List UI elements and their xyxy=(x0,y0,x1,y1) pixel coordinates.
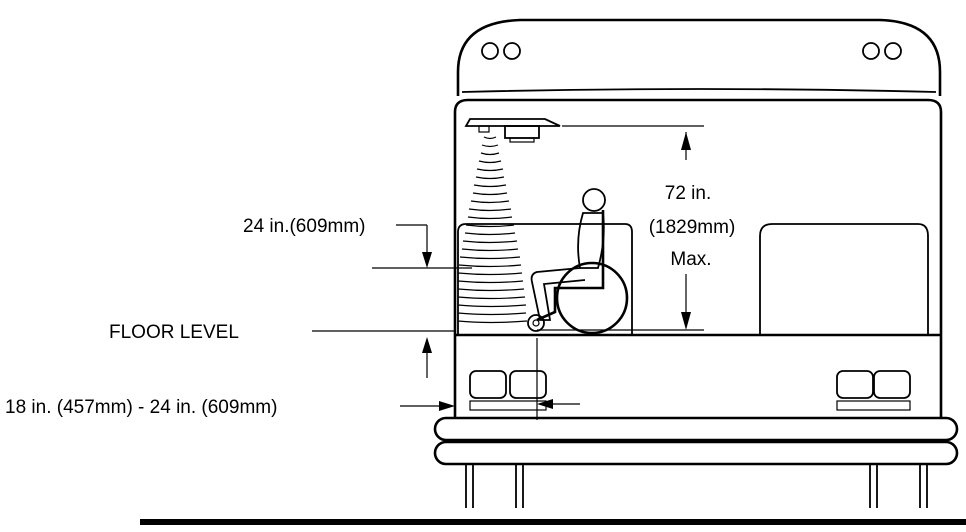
door-opening-frame xyxy=(453,98,943,335)
tail-light-right-1 xyxy=(836,370,874,399)
light-beam xyxy=(457,136,528,324)
bus-lower-body xyxy=(453,333,943,418)
side-clearance-dimension xyxy=(400,338,580,420)
ramp-height-label: 24 in.(609mm) xyxy=(243,216,366,237)
passenger-head xyxy=(582,188,606,212)
tail-light-left-2 xyxy=(509,370,547,399)
tail-light-right-2 xyxy=(873,370,911,399)
rear-tires xyxy=(465,464,928,508)
ground-line xyxy=(140,519,966,525)
roof-light-right-2 xyxy=(884,42,902,60)
roof-light-left-1 xyxy=(481,42,499,60)
side-clearance-label: 18 in. (457mm) - 24 in. (609mm) xyxy=(5,397,277,418)
wheelchair-passenger xyxy=(527,188,629,335)
passenger-legs xyxy=(530,267,586,321)
roof-light-right-1 xyxy=(862,42,880,60)
rear-bumper xyxy=(433,416,959,466)
ramp-height-dimension xyxy=(372,224,472,269)
height-qualifier-label: Max. xyxy=(670,249,711,270)
tail-light-left-1 xyxy=(469,370,507,399)
height-metric-label: (1829mm) xyxy=(649,217,736,238)
bus-roof xyxy=(456,18,942,96)
passenger-torso xyxy=(577,212,605,269)
interior-seats xyxy=(457,223,929,335)
lift-light-housing xyxy=(464,118,561,143)
wheelchair-big-wheel xyxy=(555,261,629,335)
floor-level-label: FLOOR LEVEL xyxy=(109,322,239,343)
height-dimension xyxy=(537,125,704,331)
height-value-label: 72 in. xyxy=(665,183,711,204)
roof-light-left-2 xyxy=(503,42,521,60)
floor-level-dimension xyxy=(312,330,455,378)
wheelchair-small-wheel-hub xyxy=(532,319,540,327)
wheelchair-frame xyxy=(536,210,605,322)
wheelchair-small-wheel xyxy=(527,314,545,332)
